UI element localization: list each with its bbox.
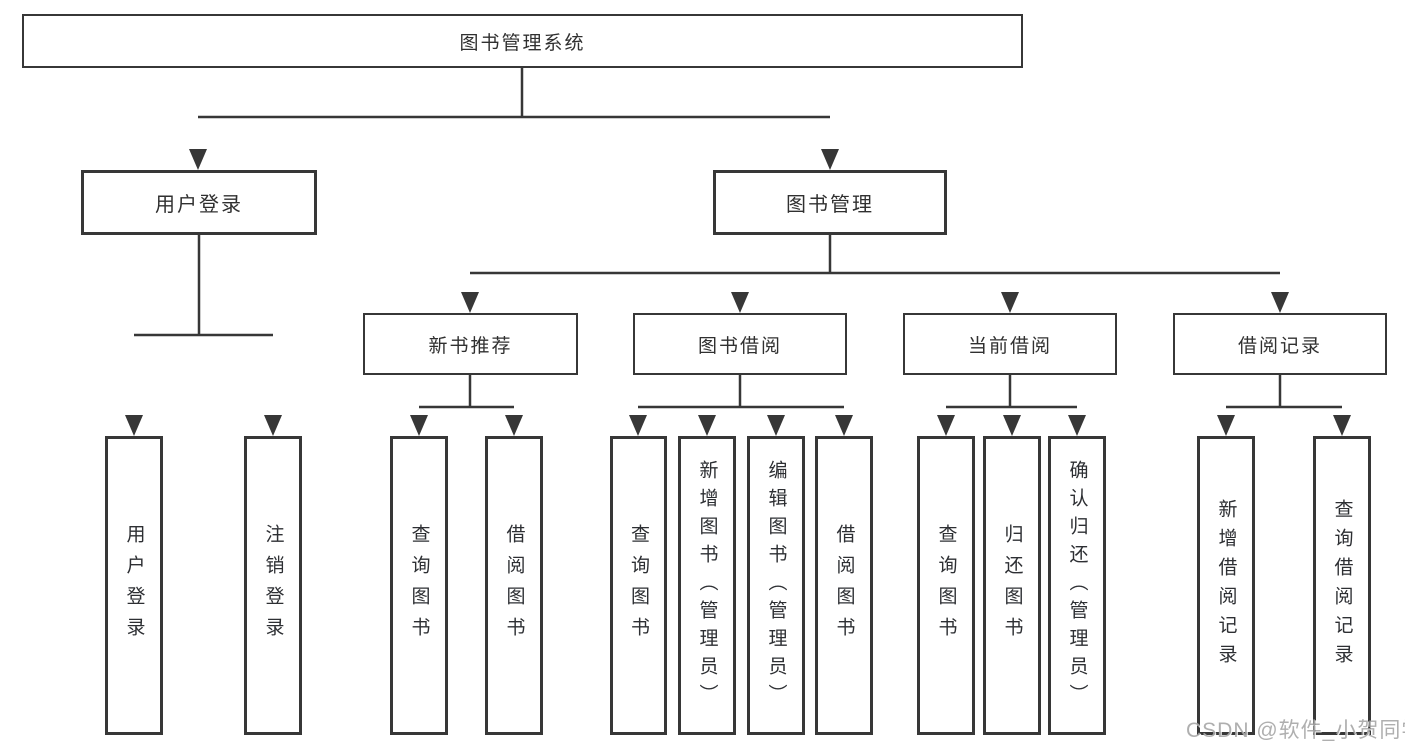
leaf-query-books-recommend: 查询图书 bbox=[390, 436, 448, 735]
node-borrowing-records: 借阅记录 bbox=[1173, 313, 1387, 375]
node-current-borrowing: 当前借阅 bbox=[903, 313, 1117, 375]
node-book-borrowing: 图书借阅 bbox=[633, 313, 847, 375]
leaf-borrow-books-recommend: 借阅图书 bbox=[485, 436, 543, 735]
leaf-query-borrow-record: 查询借阅记录 bbox=[1313, 436, 1371, 735]
leaf-borrow-books-borrowing: 借阅图书 bbox=[815, 436, 873, 735]
leaf-logout-login: 注销登录 bbox=[244, 436, 302, 735]
leaf-add-borrow-record: 新增借阅记录 bbox=[1197, 436, 1255, 735]
leaf-query-books-borrowing: 查询图书 bbox=[610, 436, 667, 735]
leaf-add-books-admin: 新增图书（管理员） bbox=[678, 436, 736, 735]
leaf-user-login: 用户登录 bbox=[105, 436, 163, 735]
node-new-book-recommendation: 新书推荐 bbox=[363, 313, 578, 375]
watermark: CSDN @软件_小贺同学 bbox=[1186, 719, 1405, 742]
leaf-query-books-current: 查询图书 bbox=[917, 436, 975, 735]
node-root: 图书管理系统 bbox=[22, 14, 1023, 68]
leaf-confirm-return-admin: 确认归还（管理员） bbox=[1048, 436, 1106, 735]
leaf-edit-books-admin: 编辑图书（管理员） bbox=[747, 436, 805, 735]
node-user-login: 用户登录 bbox=[81, 170, 317, 235]
node-book-management: 图书管理 bbox=[713, 170, 947, 235]
leaf-return-books: 归还图书 bbox=[983, 436, 1041, 735]
